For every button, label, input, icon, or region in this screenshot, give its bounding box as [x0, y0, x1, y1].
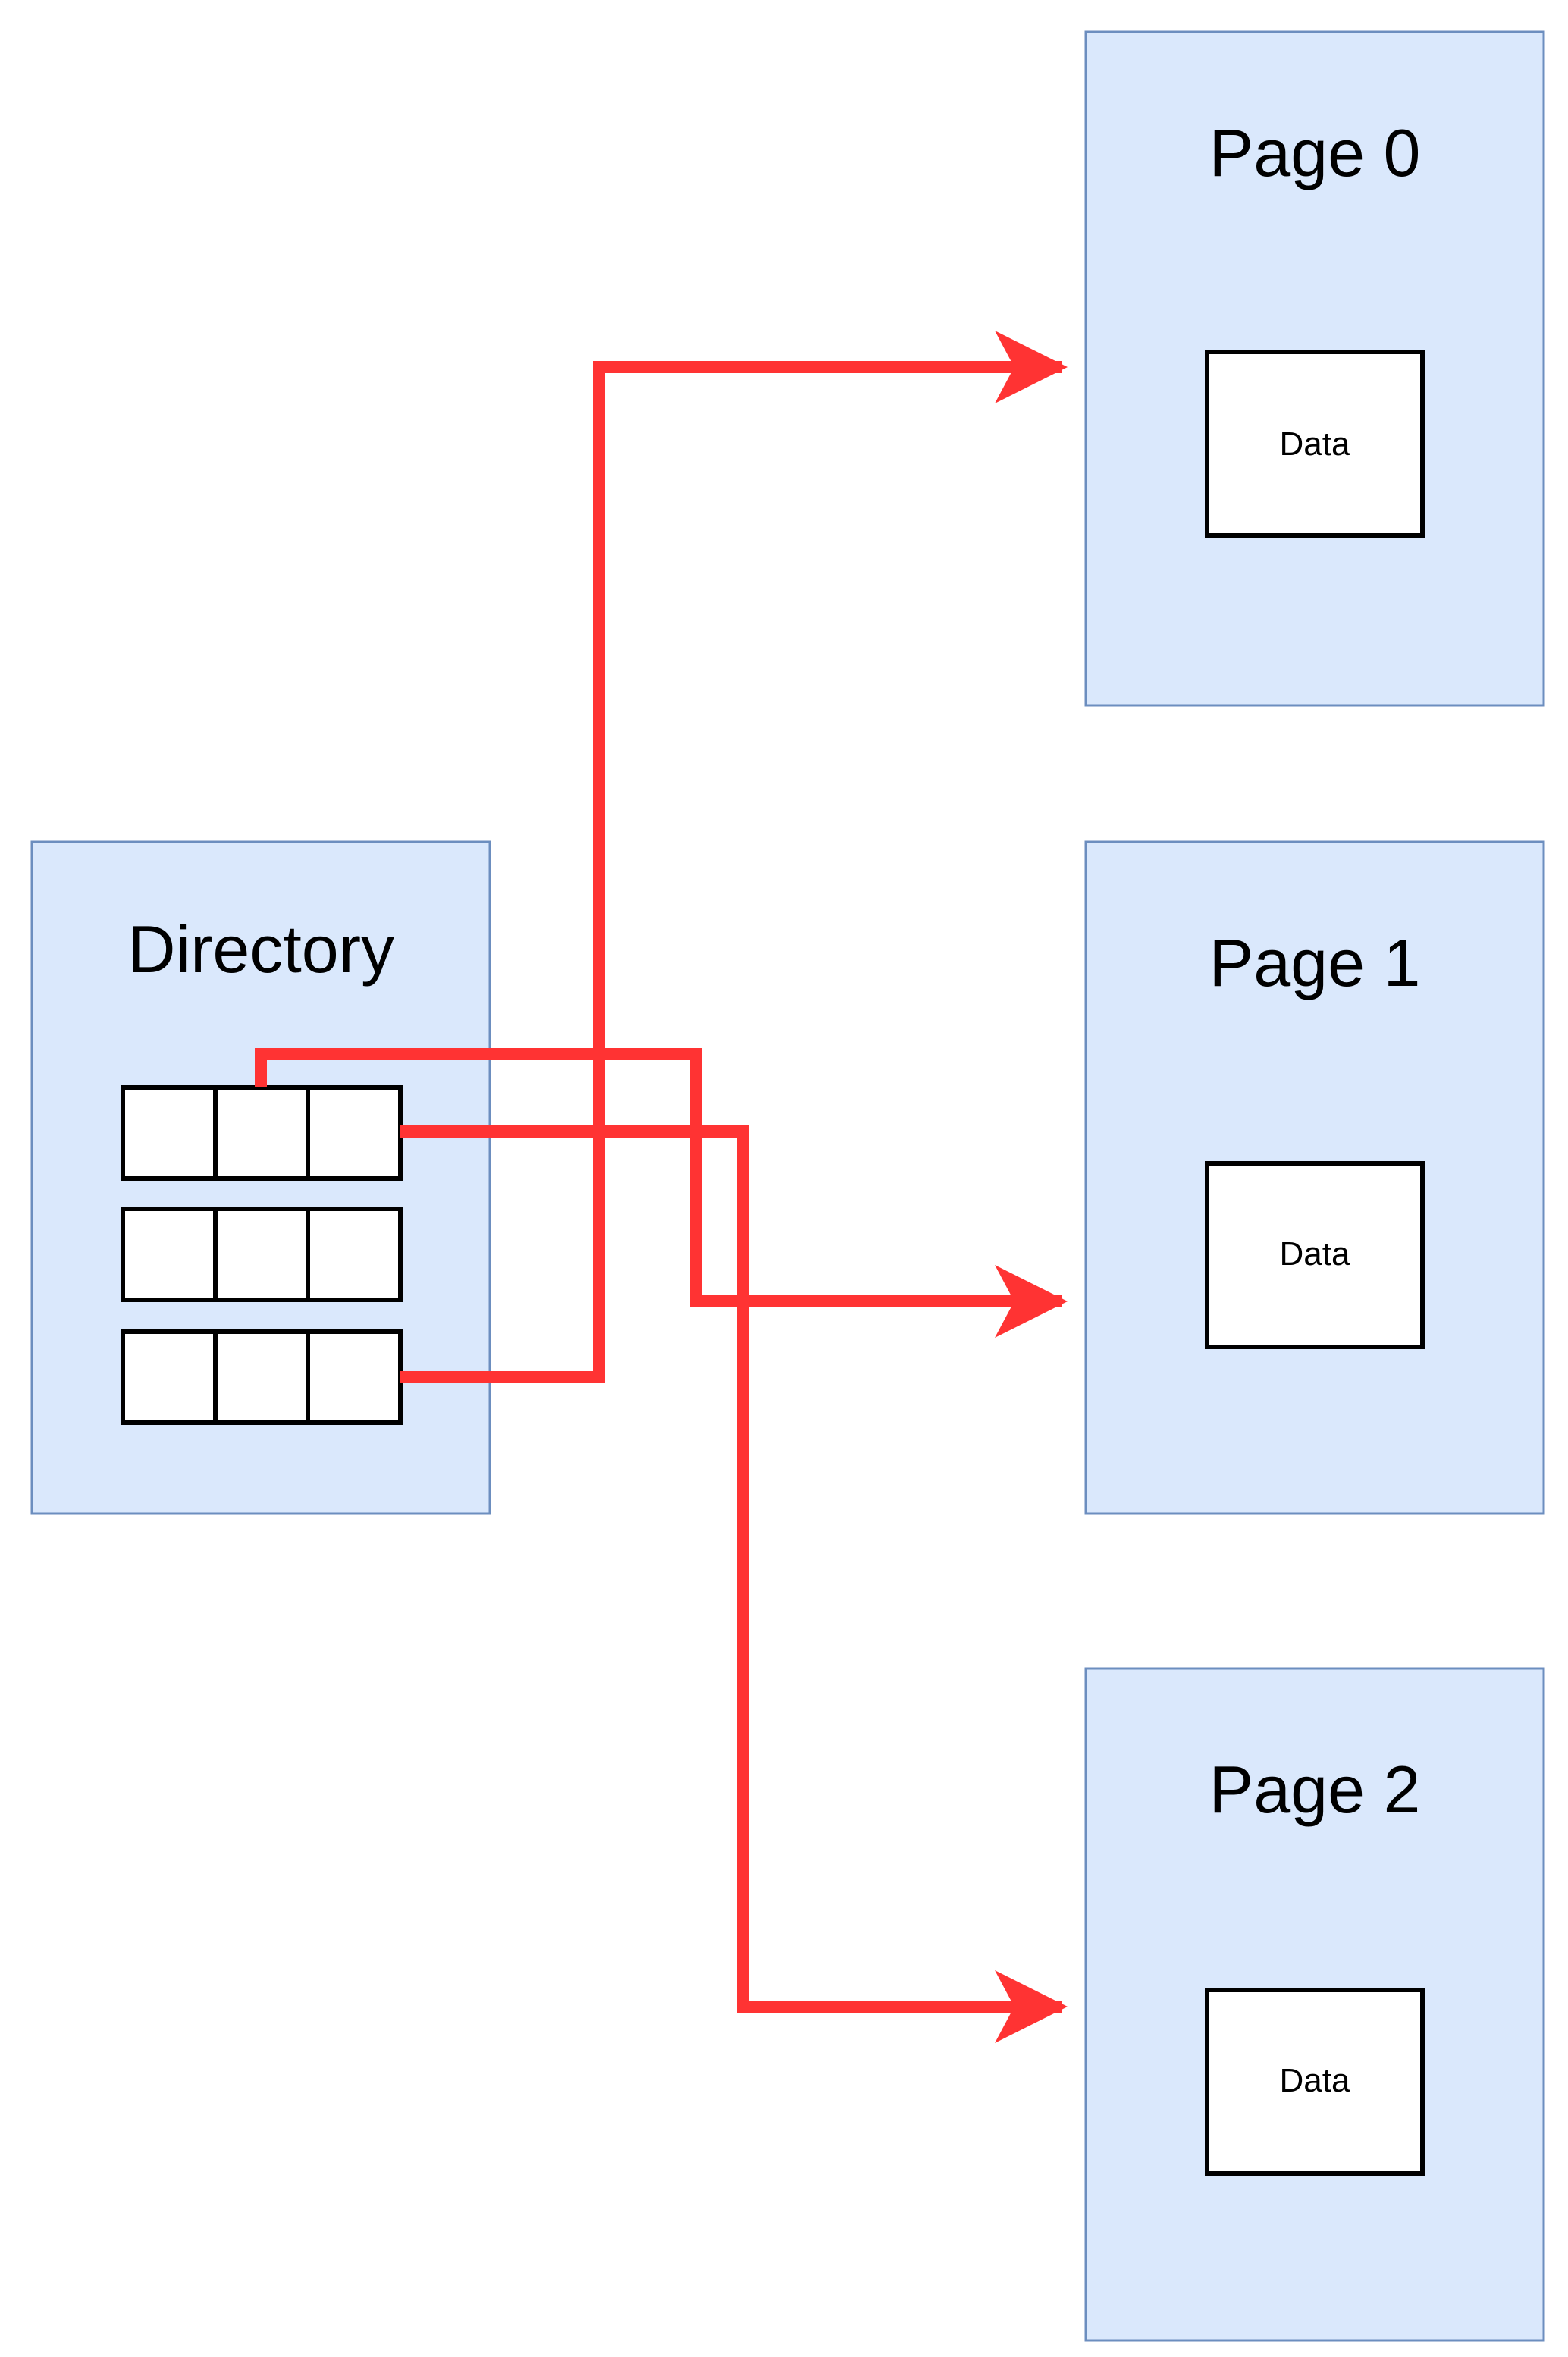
page-1-data-label: Data	[1280, 1235, 1350, 1273]
arrow-slot-to-page-2[interactable]	[400, 1125, 1068, 2043]
slot-row-1[interactable]	[121, 1207, 403, 1302]
page-0-container[interactable]: Page 0 Data	[1084, 30, 1545, 707]
slot-cell[interactable]	[213, 1329, 310, 1425]
arrow-slot-to-page-0[interactable]	[400, 331, 1068, 1383]
slot-cell[interactable]	[213, 1207, 310, 1302]
page-0-title: Page 0	[1209, 115, 1421, 190]
slot-row-2[interactable]	[121, 1329, 403, 1425]
page-1-container[interactable]: Page 1 Data	[1084, 840, 1545, 1515]
page-2-data-label: Data	[1280, 2062, 1350, 2099]
page-0-data-box[interactable]	[1205, 350, 1425, 538]
slot-cell[interactable]	[121, 1329, 218, 1425]
page-1-title: Page 1	[1209, 925, 1421, 1000]
directory-title: Directory	[127, 912, 394, 987]
slot-cell[interactable]	[121, 1207, 218, 1302]
page-2-title: Page 2	[1209, 1752, 1421, 1827]
directory-slots	[121, 1085, 403, 1425]
page-1-data-box[interactable]	[1205, 1161, 1425, 1349]
slot-cell[interactable]	[306, 1085, 403, 1181]
slot-cell[interactable]	[306, 1329, 403, 1425]
arrow-slot-to-page-1[interactable]	[255, 1048, 1068, 1338]
page-2-data-box[interactable]	[1205, 1988, 1425, 2176]
slot-cell[interactable]	[306, 1207, 403, 1302]
page-0-data-label: Data	[1280, 425, 1350, 463]
slot-row-0[interactable]	[121, 1085, 403, 1181]
page-2-container[interactable]: Page 2 Data	[1084, 1667, 1545, 2342]
directory-container[interactable]: Directory	[30, 840, 491, 1515]
slot-cell[interactable]	[213, 1085, 310, 1181]
slot-cell[interactable]	[121, 1085, 218, 1181]
